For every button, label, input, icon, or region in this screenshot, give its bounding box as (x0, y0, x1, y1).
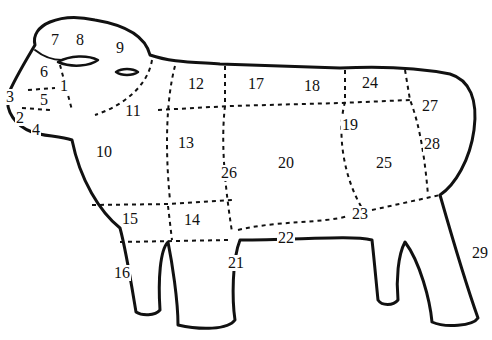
callout-number: 20 (277, 155, 295, 171)
callout-number: 6 (39, 64, 49, 80)
callout-number: 11 (124, 103, 141, 119)
callout-number: 24 (361, 75, 379, 91)
callout-number: 23 (351, 206, 369, 222)
callout-number: 27 (421, 98, 439, 114)
callout-number: 10 (95, 144, 113, 160)
callout-number: 7 (50, 32, 60, 48)
callout-number: 2 (15, 110, 25, 126)
callout-number: 16 (113, 265, 131, 281)
callout-number: 17 (247, 76, 265, 92)
callout-number: 15 (121, 211, 139, 227)
callout-number: 4 (31, 122, 41, 138)
cut-lines (22, 60, 440, 242)
callout-number: 9 (115, 40, 125, 56)
callout-number: 3 (5, 89, 15, 105)
callout-number: 21 (227, 255, 245, 271)
callout-number: 12 (187, 76, 205, 92)
callout-number: 26 (220, 165, 238, 181)
callout-number: 19 (341, 117, 359, 133)
callout-number: 25 (375, 155, 393, 171)
callout-number: 28 (423, 136, 441, 152)
sheep-outline (8, 18, 478, 329)
callout-number: 14 (183, 212, 201, 228)
callout-number: 1 (59, 78, 69, 94)
callout-number: 29 (471, 245, 489, 261)
callout-number: 18 (303, 78, 321, 94)
callout-number: 5 (39, 92, 49, 108)
callout-number: 8 (75, 32, 85, 48)
ear (58, 56, 98, 65)
head-wool-line (35, 50, 62, 60)
callout-number: 22 (277, 230, 295, 246)
eye (116, 69, 138, 75)
callout-number: 13 (177, 135, 195, 151)
